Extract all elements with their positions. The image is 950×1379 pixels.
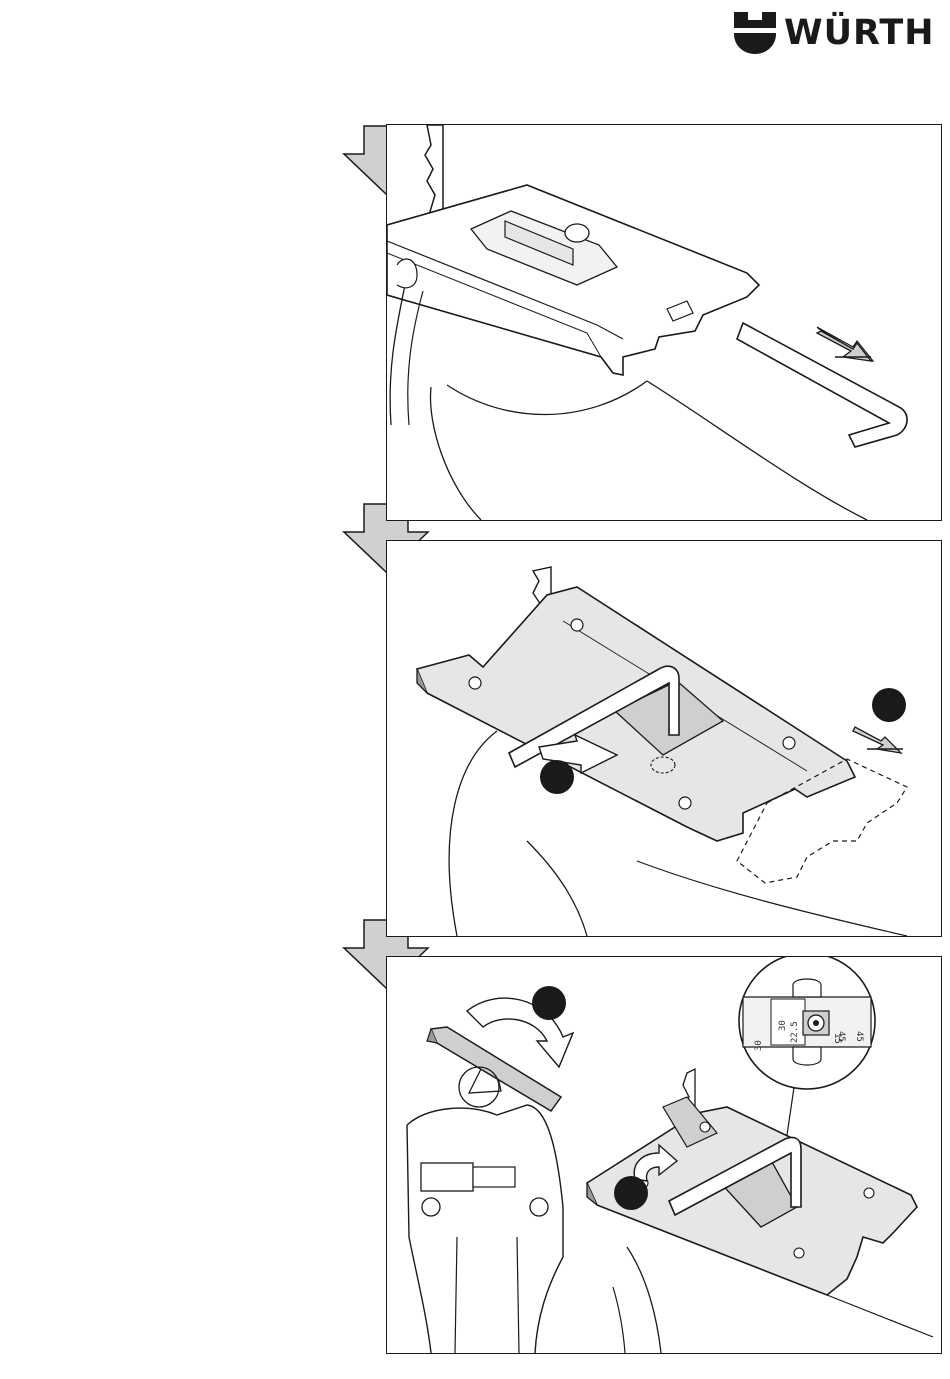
- step-marker-a: [540, 760, 574, 794]
- step-3-illustration: 30 30 45 45 22.5 15: [386, 956, 942, 1354]
- jigsaw-base-plate-drawing: [387, 125, 941, 520]
- scale-label-22: 22.5: [790, 1021, 800, 1043]
- step-marker-b: [872, 688, 906, 722]
- wuerth-logo: WÜRTH: [732, 8, 944, 58]
- scale-label-30-right: 30: [778, 1020, 788, 1031]
- logo-wordmark: WÜRTH: [784, 12, 935, 54]
- jigsaw-plate-loosen-drawing: [387, 541, 941, 936]
- step-1-illustration: [386, 124, 942, 521]
- jigsaw-bevel-adjust-drawing: 30 30 45 45 22.5 15: [387, 957, 941, 1353]
- pull-direction-arrow-icon: [817, 331, 871, 361]
- wuerth-emblem-icon: [732, 10, 778, 56]
- step-marker-c: [532, 986, 566, 1020]
- scale-label-15: 15: [832, 1033, 842, 1044]
- scale-label-30-left: 30: [754, 1040, 764, 1051]
- step-2-illustration: [386, 540, 942, 937]
- angle-scale-icon: 30 30 45 45 22.5 15: [739, 957, 875, 1089]
- hex-key-icon: [737, 323, 907, 447]
- step-marker-d: [614, 1176, 648, 1210]
- scale-label-45-right: 45: [854, 1031, 864, 1042]
